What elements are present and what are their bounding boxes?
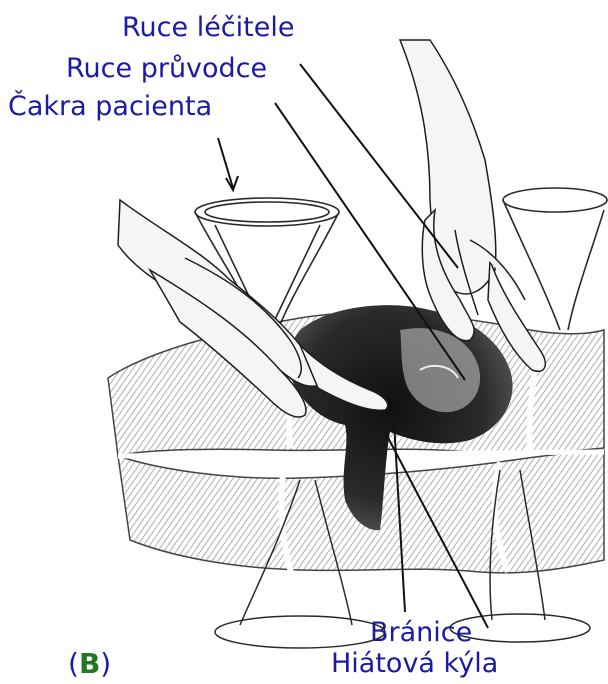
panel-paren-open: ( [68,647,79,680]
label-patient-chakra: Čakra pacienta [8,92,212,122]
panel-letter: (B) [68,648,111,680]
label-guide-hands: Ruce průvodce [66,54,267,84]
panel-letter-b: B [79,647,100,680]
panel-paren-close: ) [100,647,111,680]
label-healer-hands: Ruce léčitele [122,13,294,43]
label-diaphragm: Bránice [370,618,472,648]
chakra-cone-right [503,188,607,330]
label-hiatal-hernia: Hiátová kýla [331,649,498,679]
pointer-patient-chakra [218,138,233,188]
